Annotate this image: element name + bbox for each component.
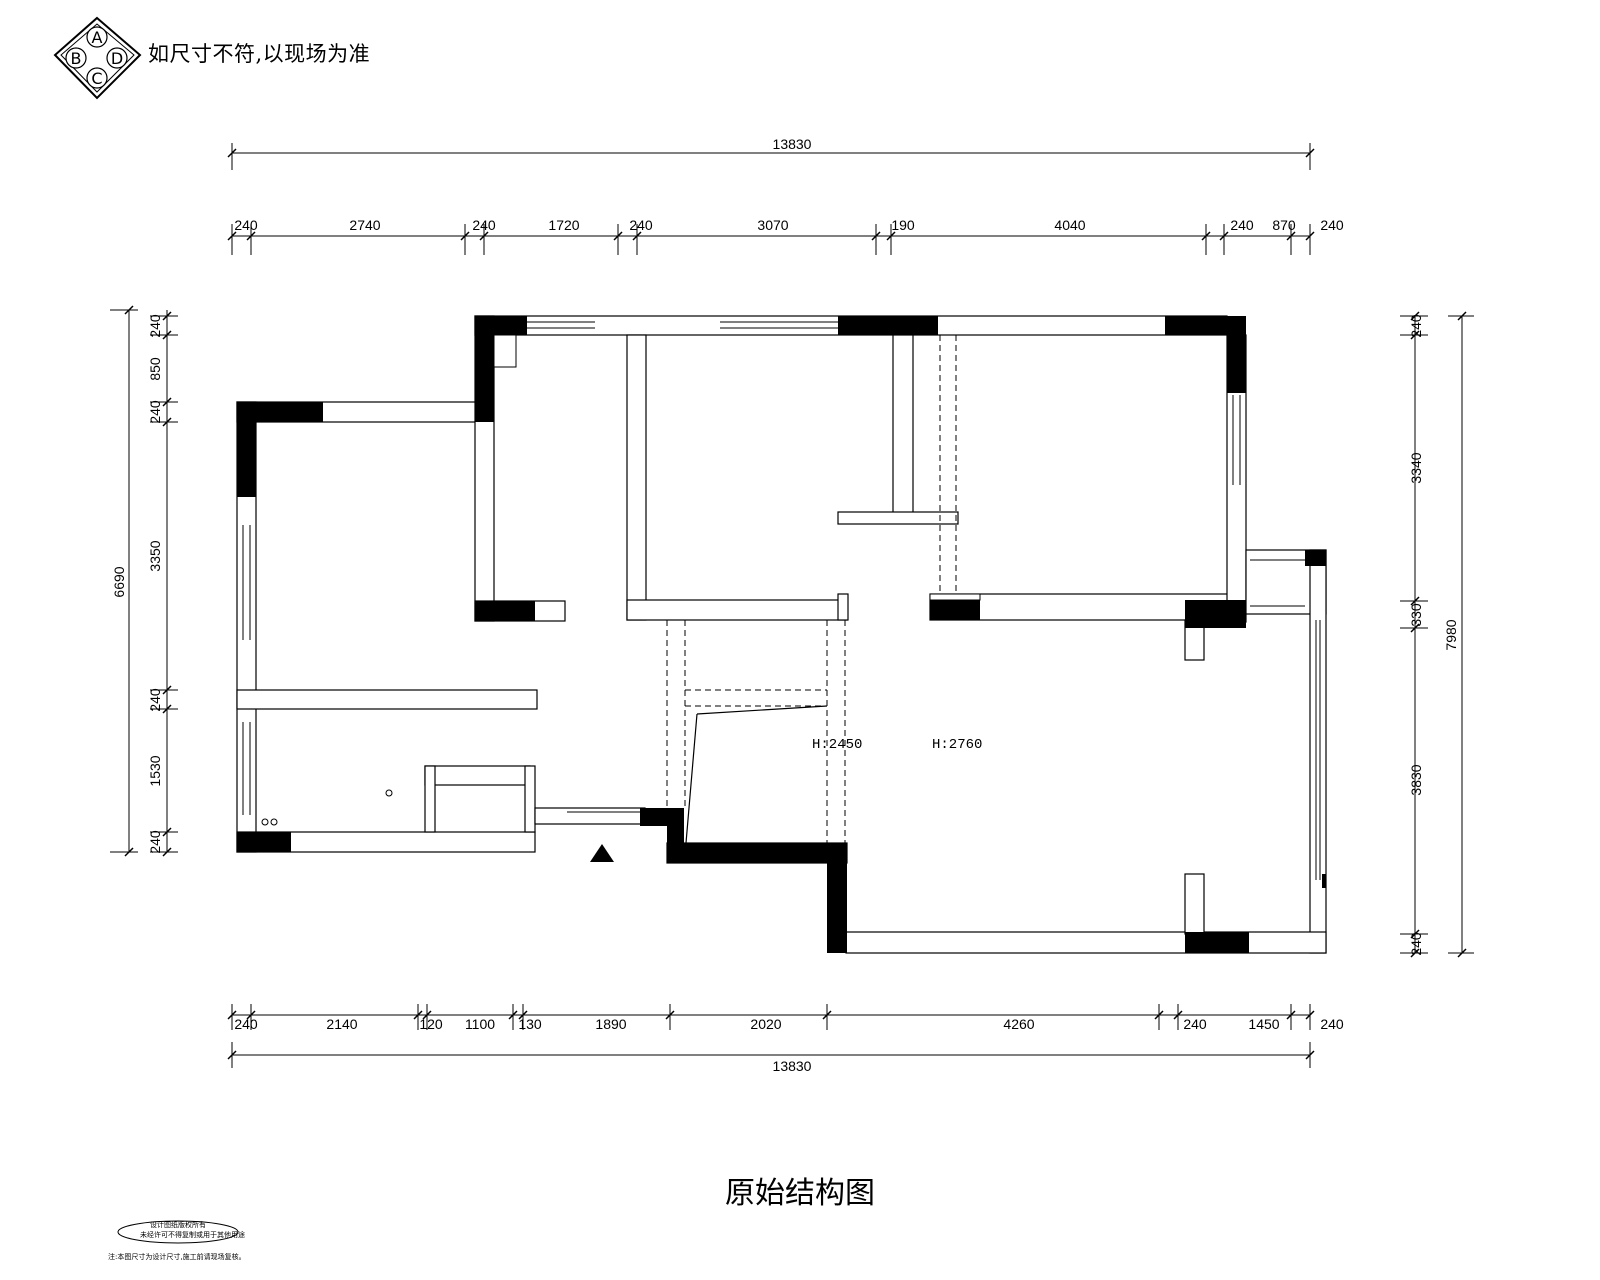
right-segment-label: 240 (1408, 932, 1424, 956)
structural-columns (237, 316, 1326, 953)
top-segment-label: 240 (1320, 217, 1344, 233)
bottom-segment-label: 2020 (750, 1016, 781, 1032)
logo-letter-d: D (111, 49, 123, 68)
left-segment-label: 240 (147, 314, 163, 338)
top-total-label: 13830 (773, 136, 812, 152)
left-segment-label: 1530 (147, 755, 163, 786)
bottom-segment-label: 4260 (1003, 1016, 1034, 1032)
entrance-arrow-icon (590, 844, 614, 862)
top-segment-label: 1720 (548, 217, 579, 233)
right-segment-label: 240 (1408, 314, 1424, 338)
bottom-segment-label: 240 (234, 1016, 258, 1032)
bottom-segment-label: 1450 (1248, 1016, 1279, 1032)
right-total-label: 7980 (1443, 619, 1459, 650)
top-segment-label: 240 (472, 217, 496, 233)
top-segment-label: 2740 (349, 217, 380, 233)
left-segment-label: 240 (147, 688, 163, 712)
dimension-lines (110, 143, 1474, 1068)
logo-letter-b: B (71, 49, 82, 68)
left-segment-label: 850 (147, 357, 163, 381)
top-segment-label: 240 (1230, 217, 1254, 233)
logo-letter-a: A (92, 28, 103, 47)
logo-letter-c: C (91, 69, 102, 88)
bottom-segment-label: 120 (419, 1016, 443, 1032)
bottom-segment-label: 240 (1183, 1016, 1207, 1032)
windows (242, 321, 1321, 880)
top-segment-label: 240 (629, 217, 653, 233)
stamp-line-2: 未经许可不得复制或用于其他用途 (140, 1231, 245, 1239)
fixtures (261, 334, 981, 826)
right-segment-label: 3340 (1408, 452, 1424, 483)
top-segment-label: 4040 (1054, 217, 1085, 233)
left-segment-label: 240 (147, 830, 163, 854)
right-segment-label: 3830 (1408, 764, 1424, 795)
left-segment-label: 3350 (147, 540, 163, 571)
bottom-segment-label: 1100 (465, 1016, 495, 1032)
top-segment-label: 3070 (757, 217, 788, 233)
designer-stamp (117, 1220, 239, 1244)
stamp-line-3: 注:本图尺寸为设计尺寸,施工前请现场复核。 (108, 1253, 246, 1261)
left-segment-label: 240 (147, 400, 163, 424)
top-segment-label: 870 (1272, 217, 1296, 233)
top-segment-label: 190 (891, 217, 915, 233)
bottom-segment-label: 1890 (595, 1016, 626, 1032)
dimension-ticks (124, 148, 1467, 1060)
dimension-note: 如尺寸不符,以现场为准 (148, 42, 371, 66)
bottom-segment-label: 130 (518, 1016, 542, 1032)
bottom-total-label: 13830 (773, 1058, 812, 1074)
right-segment-label: 330 (1408, 603, 1424, 627)
bottom-segment-label: 2140 (326, 1016, 357, 1032)
beam-dashed-lines (666, 335, 957, 843)
bottom-segment-label: 240 (1320, 1016, 1344, 1032)
height-annotation-2: H:2760 (932, 737, 982, 753)
dimension-labels: 13830 240 2740 240 1720 240 3070 190 404… (111, 136, 1459, 1074)
drawing-title: 原始结构图 (725, 1176, 875, 1211)
abcd-logo: A B D C (53, 16, 142, 100)
top-segment-label: 240 (234, 217, 258, 233)
kitchen-slant (685, 705, 828, 844)
left-total-label: 6690 (111, 566, 127, 597)
stamp-line-1: 设计图纸版权所有 (150, 1221, 206, 1229)
height-annotation-1: H:2450 (812, 737, 862, 753)
